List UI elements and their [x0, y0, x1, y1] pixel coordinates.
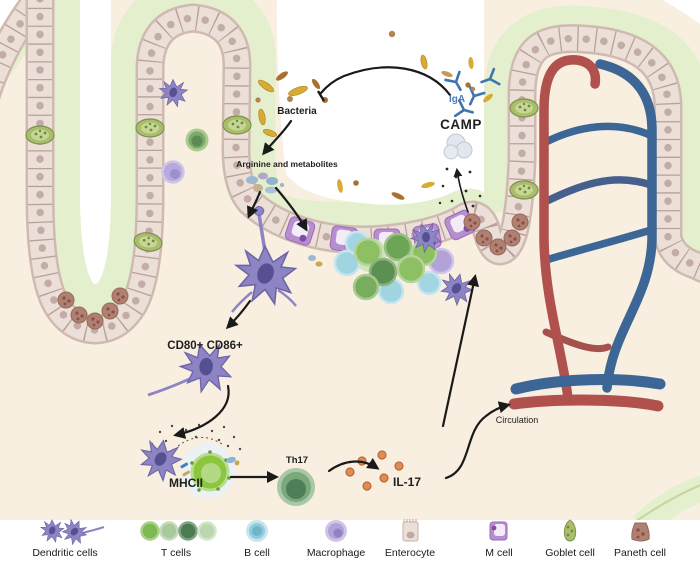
vein-branch [542, 226, 655, 264]
legend-item-dendritic-cells: Dendritic cells [32, 515, 105, 559]
mhcii-label: MHCII [169, 476, 203, 490]
arrow-camp-secretion [453, 167, 469, 213]
circulation-label: Circulation [496, 415, 539, 425]
villus-blood-vessels [508, 55, 666, 412]
arginine-metabolites [246, 172, 323, 267]
diagram-labels: Bacteria Arginine and metabolites IgA CA… [167, 94, 538, 490]
metabolites-label: Arginine and metabolites [236, 159, 338, 169]
vein-horizontal [510, 374, 666, 395]
legend-item-b-cell: B cell [244, 520, 270, 559]
legend-label: Dendritic cells [32, 547, 97, 559]
legend-item-paneth-cell: Paneth cell [614, 522, 666, 559]
legend-label: Macrophage [307, 547, 366, 559]
th17-label: Th17 [286, 455, 308, 466]
intestinal-lumen [0, 0, 700, 284]
il17-label: IL-17 [393, 475, 421, 489]
immune-cell-cluster [333, 218, 476, 309]
th17-cell [277, 468, 315, 506]
arrow-il17-to-circulation [444, 401, 511, 480]
vein-branch [541, 176, 655, 206]
legend-label: Goblet cell [545, 547, 595, 559]
antigen-fragment [226, 456, 240, 466]
mhcii-synapse [136, 423, 242, 498]
artery-horizontal [508, 394, 664, 412]
t-cell-floating [185, 128, 209, 152]
iga-antibodies [441, 57, 501, 118]
enterocyte-icon [402, 519, 419, 542]
camp-secretion [438, 133, 482, 208]
legend-label: B cell [244, 547, 270, 559]
m-cell-icon [489, 521, 508, 541]
iga-label: IgA [449, 94, 465, 105]
arrows [173, 66, 511, 484]
paneth-cell-icon [631, 522, 650, 542]
b-cell-icon [246, 520, 268, 542]
costim-label: CD80+ CD86+ [167, 340, 243, 352]
arrow-iga-inhibits-bacteria [319, 66, 452, 97]
inhibition-bar [316, 90, 326, 102]
dendritic-cells-icon [40, 515, 105, 549]
secretion-dots [438, 167, 482, 208]
macrophage-icon [325, 520, 347, 542]
legend-item-goblet-cell: Goblet cell [545, 519, 595, 559]
legend-label: Paneth cell [614, 547, 666, 559]
arrow-metabolites-to-dc [247, 190, 262, 219]
artery [539, 55, 601, 403]
arrow-to-epithelium [441, 274, 480, 428]
bacteria-cluster [255, 30, 435, 200]
goblet-cell-icon [563, 519, 577, 542]
arrow-dc-migration [225, 299, 252, 330]
macrophage-floating [161, 160, 185, 184]
legend: Dendritic cells T cells B cell Macroph [0, 515, 700, 564]
t-cells-icon [140, 521, 217, 541]
arrow-th17-secretes-il17 [327, 457, 380, 473]
arrow-bacteria-to-metabolites [262, 119, 293, 156]
dendritic-cell-mature [147, 337, 238, 399]
legend-label: T cells [161, 547, 191, 559]
camp-label: CAMP [440, 117, 482, 132]
legend-item-enterocyte: Enterocyte [385, 519, 435, 559]
legend-item-t-cells: T cells [140, 521, 217, 559]
bacteria-label: Bacteria [277, 106, 317, 117]
legend-label: Enterocyte [385, 547, 435, 559]
vein-branch [542, 122, 654, 146]
arrow-metabolites-to-mcell [274, 186, 308, 232]
legend-item-macrophage: Macrophage [307, 520, 366, 559]
legend-label: M cell [485, 547, 512, 559]
receptor-nubs [190, 450, 231, 492]
legend-item-m-cell: M cell [485, 521, 513, 559]
arrow-dc-to-mhcii [173, 384, 230, 439]
vein [595, 59, 657, 393]
legend-background [0, 520, 700, 564]
